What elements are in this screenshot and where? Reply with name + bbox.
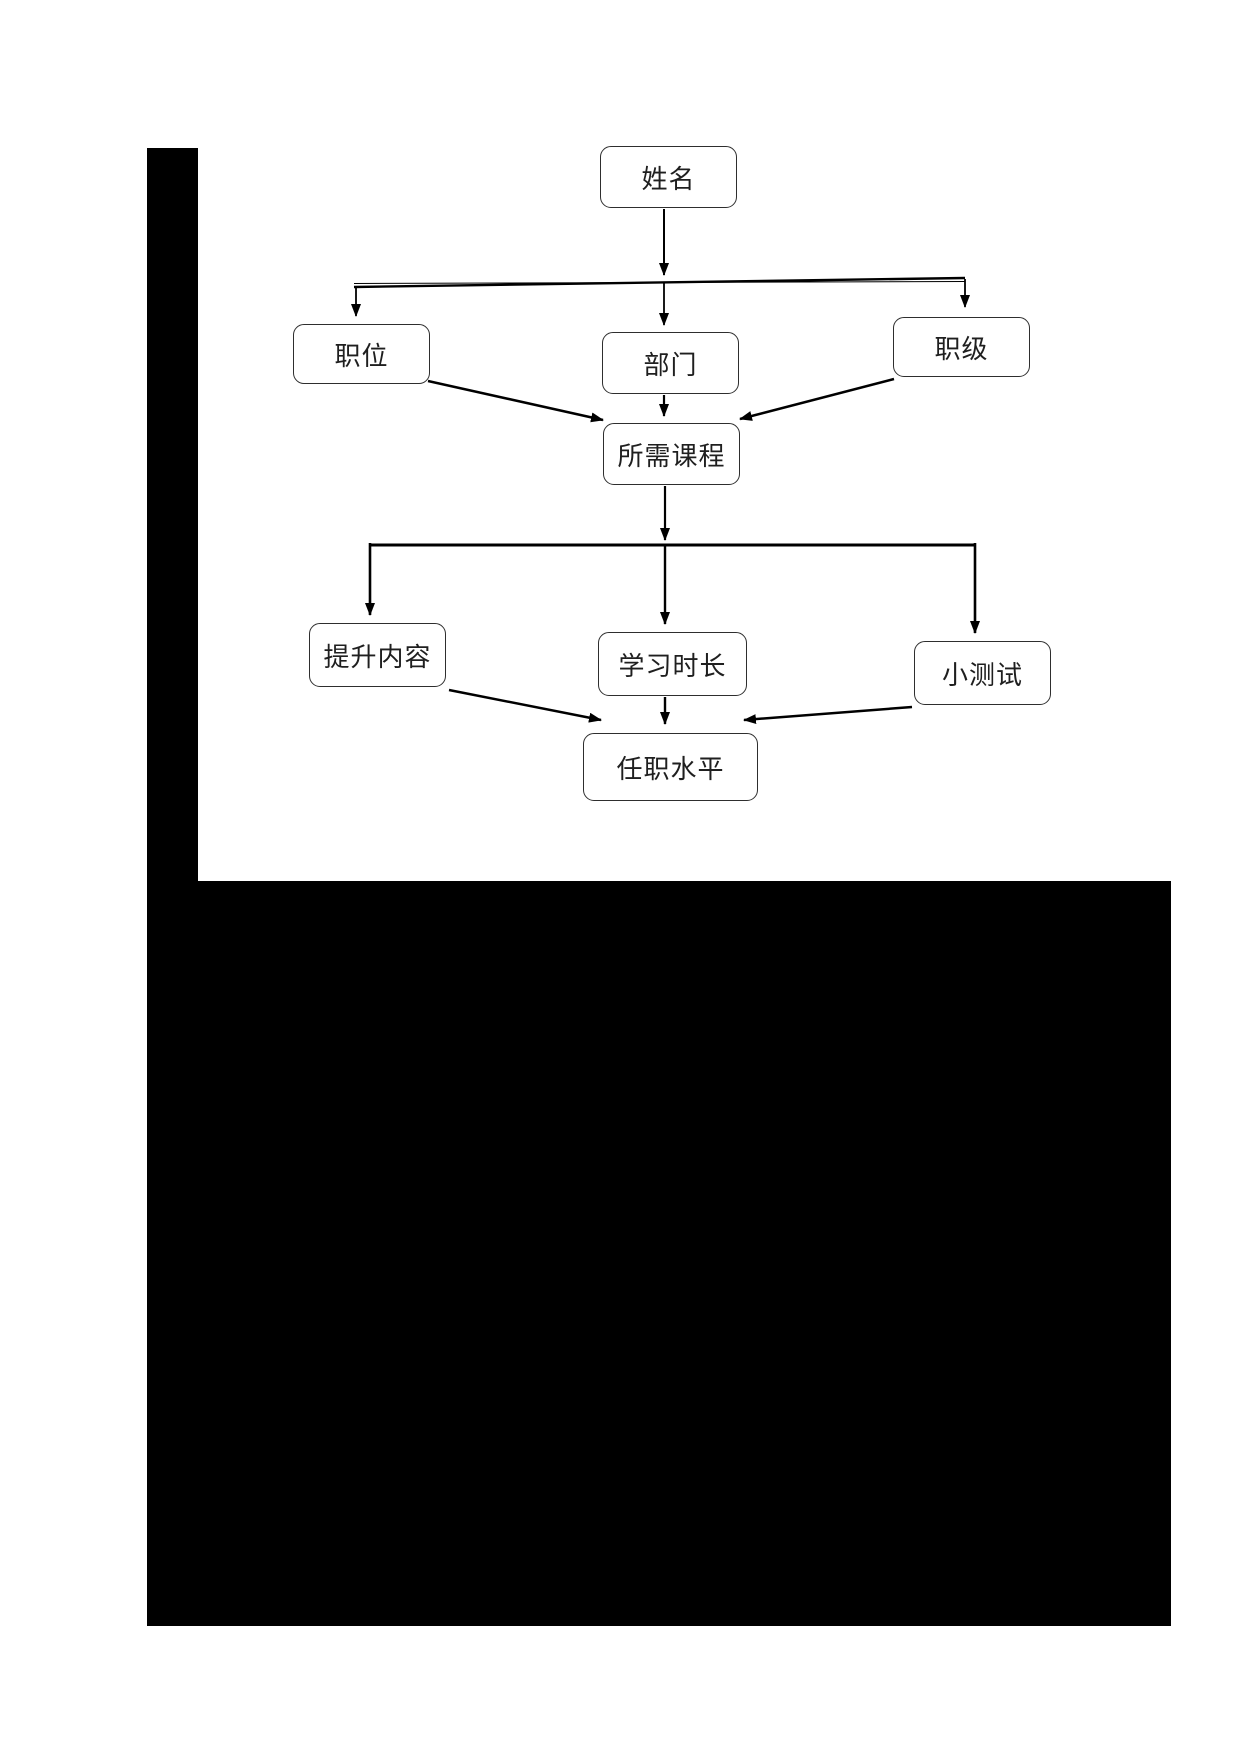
branch-line-top <box>353 276 966 289</box>
branch-line-top-overlay <box>353 281 966 284</box>
redaction-main-block <box>147 881 1171 1626</box>
flowchart-node-name[interactable]: 姓名 <box>600 146 737 208</box>
flowchart-node-quiz[interactable]: 小测试 <box>914 641 1051 705</box>
flowchart-node-improvement-content[interactable]: 提升内容 <box>309 623 446 687</box>
edge-improvement-to-level <box>448 688 602 723</box>
flowchart-node-position[interactable]: 职位 <box>293 324 430 384</box>
edge-rank-to-courses <box>739 377 895 421</box>
flowchart-node-department[interactable]: 部门 <box>602 332 739 394</box>
flowchart-node-job-level[interactable]: 任职水平 <box>583 733 758 801</box>
flowchart-node-study-duration[interactable]: 学习时长 <box>598 632 747 696</box>
flowchart-node-rank[interactable]: 职级 <box>893 317 1030 377</box>
edge-quiz-to-level <box>743 705 913 725</box>
edge-position-to-courses <box>427 379 604 423</box>
flowchart-node-required-courses[interactable]: 所需课程 <box>603 423 740 485</box>
